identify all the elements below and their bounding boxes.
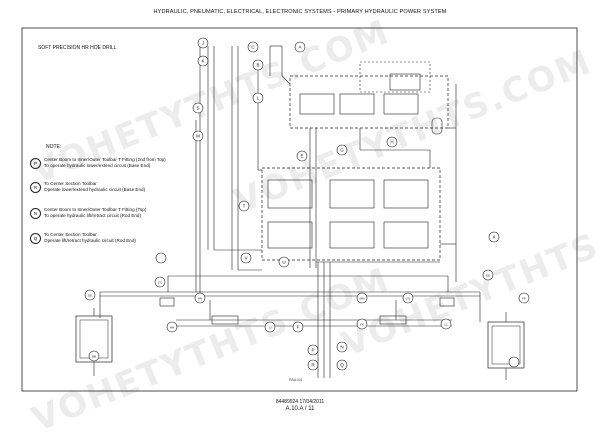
note-line: To operate hydraulic lift/retract circui…	[44, 213, 142, 218]
callout-N	[336, 341, 348, 353]
callout-MM	[356, 292, 368, 304]
callout-Z	[155, 252, 167, 264]
svg-text:Q: Q	[340, 363, 344, 368]
svg-text:C: C	[251, 45, 255, 50]
svg-text:HH: HH	[170, 325, 174, 329]
page-number: A.10.A / 11	[285, 406, 315, 412]
callout-U	[278, 256, 290, 268]
note-badge: Q	[30, 233, 41, 244]
note-badge: P	[30, 158, 41, 169]
callout-E	[296, 150, 308, 162]
page-title: HYDRAULIC, PNEUMATIC, ELECTRICAL, ELECTR…	[153, 9, 447, 15]
note-line: Center Boom to Inner/Outer Toolbar T Fit…	[44, 157, 166, 162]
callout-J	[197, 37, 209, 49]
svg-text:BB: BB	[92, 354, 96, 358]
callout-EE	[482, 269, 494, 281]
notes-heading: NOTE:	[46, 144, 62, 150]
svg-text:EE: EE	[486, 273, 490, 277]
svg-text:G: G	[340, 148, 344, 153]
callout-HH	[166, 321, 178, 333]
svg-text:NN: NN	[198, 296, 202, 300]
svg-text:GG: GG	[406, 296, 411, 300]
svg-text:KK: KK	[360, 322, 364, 326]
note-line: Operate lift/retract hydraulic circuit (…	[44, 238, 136, 243]
svg-text:T: T	[243, 204, 246, 209]
callout-S	[192, 102, 204, 114]
svg-text:CC: CC	[158, 280, 163, 284]
callout-X	[488, 231, 500, 243]
callout-A	[294, 41, 306, 53]
note-line: Operate lower/extend hydraulic circuit (…	[44, 187, 146, 192]
note-badge: N	[30, 208, 41, 219]
svg-text:FF: FF	[522, 296, 526, 300]
diagram-subtitle: SOFT PRECISION HR HOE DRILL	[38, 45, 117, 51]
drawing-reference: RAIL001	[289, 378, 303, 382]
callout-FF	[518, 292, 530, 304]
callout-LL	[440, 318, 452, 330]
callout-Q	[336, 359, 348, 371]
callout-F	[292, 321, 304, 333]
svg-text:J: J	[202, 41, 204, 46]
callout-KK	[356, 318, 368, 330]
note-line: To Center Section Toolbar	[44, 181, 97, 186]
callout-JJ	[264, 321, 276, 333]
callout-W	[88, 350, 100, 362]
upper-valve-block	[289, 75, 449, 129]
callout-P	[307, 344, 319, 356]
callout-NN	[194, 292, 206, 304]
svg-text:K: K	[201, 59, 204, 64]
note-badge: R	[30, 182, 41, 193]
svg-text:R: R	[311, 363, 315, 368]
callout-K	[197, 55, 209, 67]
svg-text:V: V	[244, 256, 247, 261]
callout-G	[336, 144, 348, 156]
svg-text:L: L	[257, 96, 260, 101]
hydraulic-schematic: J C A K B L S M E G H T V U X CC DD EE F…	[21, 27, 578, 392]
svg-text:X: X	[492, 235, 495, 240]
svg-text:DD: DD	[88, 293, 93, 297]
callout-CC	[154, 276, 166, 288]
callout-Y	[508, 356, 520, 368]
callout-T	[238, 200, 250, 212]
note-line: To operate hydraulic lower/extend circui…	[44, 163, 151, 168]
svg-text:H: H	[390, 140, 393, 145]
svg-text:A: A	[298, 45, 301, 50]
callout-DD	[84, 289, 96, 301]
center-valve-block	[261, 167, 441, 261]
svg-text:U: U	[282, 260, 285, 265]
svg-text:B: B	[256, 63, 259, 68]
note-line: To Center Section Toolbar	[44, 232, 97, 237]
svg-text:S: S	[196, 106, 199, 111]
svg-text:LL: LL	[444, 322, 448, 326]
svg-text:F: F	[297, 325, 300, 330]
callout-R	[307, 359, 319, 371]
note-line: Center Boom to Inner/Outer Toolbar T Fit…	[44, 207, 147, 212]
callout-H	[386, 136, 398, 148]
document-code: 84489924 17/04/2011	[275, 399, 325, 405]
callout-C	[247, 41, 259, 53]
callout-M	[192, 130, 204, 142]
callout-GG	[402, 292, 414, 304]
callout-B	[252, 59, 264, 71]
svg-text:E: E	[300, 154, 303, 159]
svg-text:JJ: JJ	[269, 325, 273, 329]
callout-L	[252, 92, 264, 104]
svg-text:P: P	[311, 348, 314, 353]
callout-V	[240, 252, 252, 264]
diagram-frame	[21, 27, 578, 392]
svg-text:M: M	[196, 134, 200, 139]
svg-text:MM: MM	[360, 296, 365, 300]
svg-text:N: N	[340, 345, 343, 350]
